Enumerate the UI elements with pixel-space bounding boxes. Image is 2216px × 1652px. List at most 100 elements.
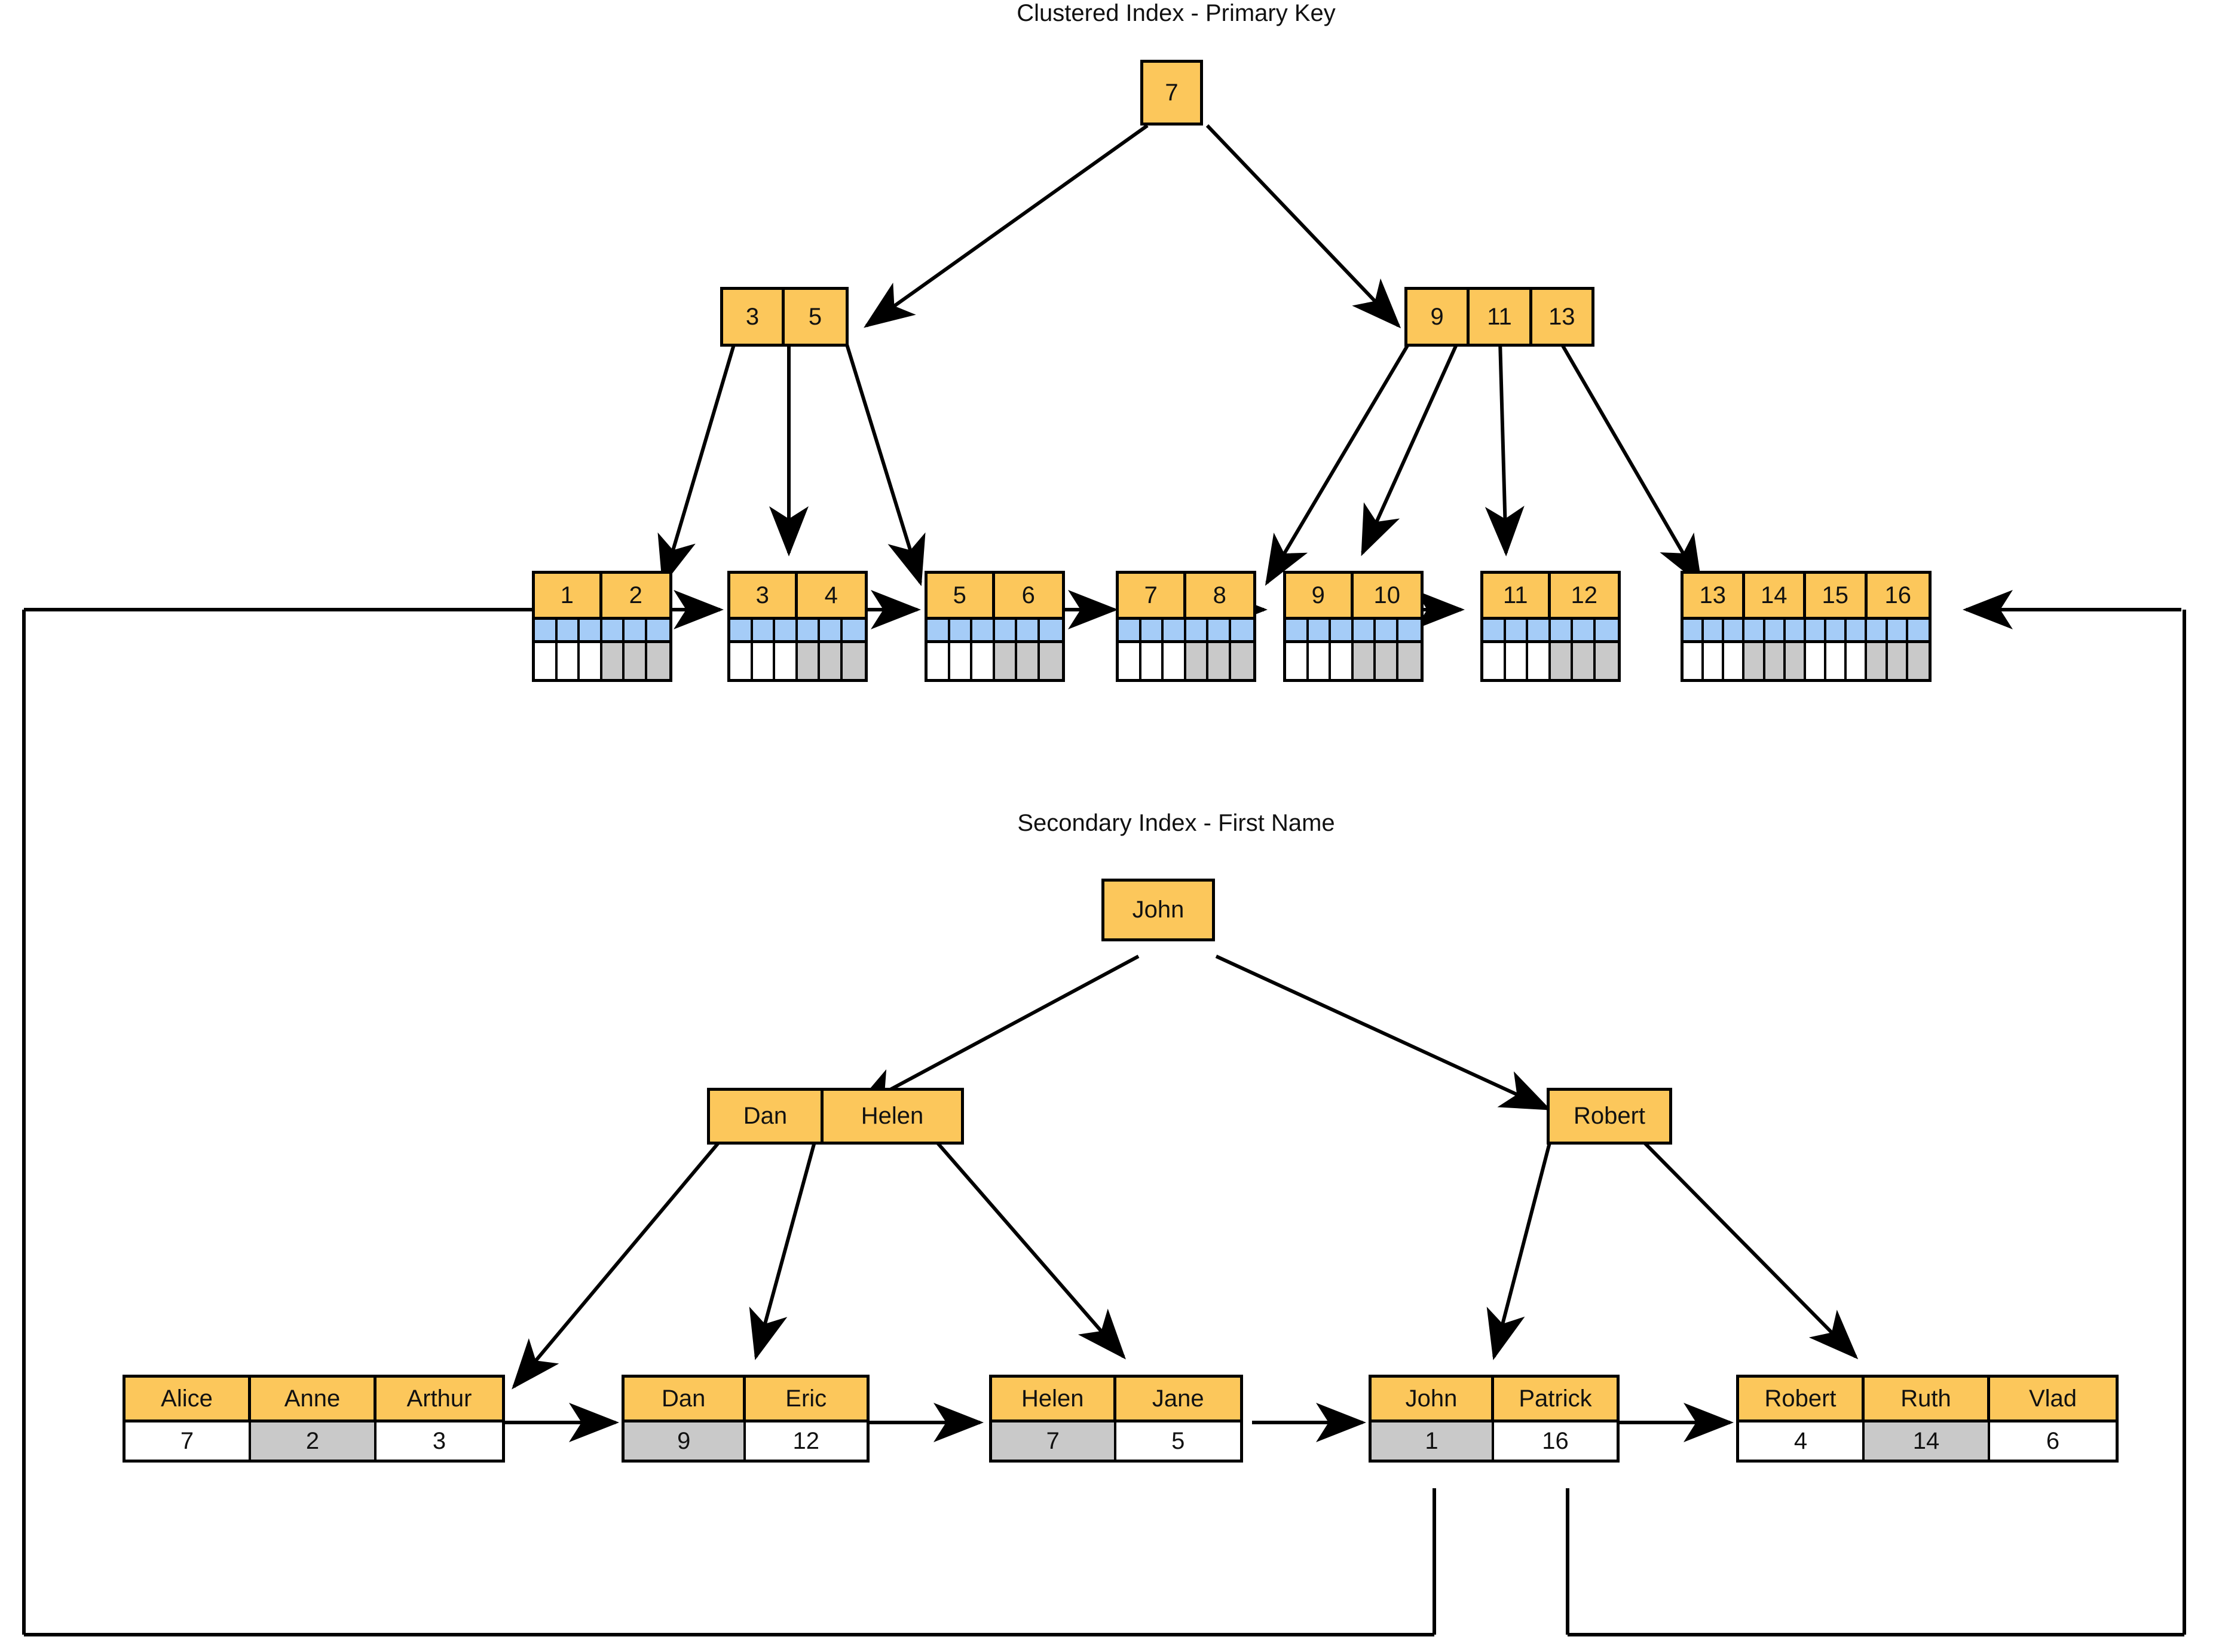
clustered-leaf-payload-cell (972, 643, 995, 679)
clustered-leaf-payload-cell (1017, 643, 1040, 679)
clustered-leaf-pointer-cell (1376, 620, 1398, 640)
secondary-leaf-pk-cell: 9 (625, 1422, 746, 1460)
clustered-leaf-pointer-row (535, 617, 669, 640)
clustered-leaf-pointer-cell (1908, 620, 1929, 640)
secondary-leaf-name-cell: Dan (625, 1378, 746, 1420)
clustered-leaf-key-cell: 1 (535, 574, 602, 617)
clustered-leaf-key-cell: 2 (602, 574, 669, 617)
secondary-internal-node-left[interactable]: Dan Helen (707, 1088, 964, 1145)
clustered-leaf-payload-cell (1308, 643, 1331, 679)
clustered-leaf-pointer-cell (928, 620, 950, 640)
clustered-leaf-payload-cell (1595, 643, 1618, 679)
clustered-leaf-pointer-cell (1744, 620, 1765, 640)
clustered-leaf-payload-cell (1164, 643, 1186, 679)
clustered-leaf-payload-cell (1550, 643, 1573, 679)
clustered-leaf-pointer-cell (775, 620, 798, 640)
clustered-leaf-key-cell: 8 (1186, 574, 1253, 617)
clustered-leaf-pointer-cell (1550, 620, 1573, 640)
clustered-leaf-pointer-cell (1186, 620, 1208, 640)
clustered-leaf-pointer-cell (1765, 620, 1786, 640)
clustered-leaf-payload-row (928, 640, 1062, 679)
clustered-leaf-payload-cell (730, 643, 753, 679)
clustered-leaf-payload-cell (1684, 643, 1704, 679)
clustered-internal-node-left[interactable]: 3 5 (720, 287, 849, 347)
secondary-leaf-name-cell: Eric (745, 1378, 867, 1420)
secondary-leaf-pk-cell: 4 (1739, 1422, 1865, 1460)
clustered-leaf-pointer-cell (535, 620, 558, 640)
clustered-internal-node-right[interactable]: 9 11 13 (1404, 287, 1594, 347)
clustered-leaf-key-cell: 13 (1684, 574, 1745, 617)
clustered-leaf-key-cell: 10 (1353, 574, 1421, 617)
clustered-leaf-payload-row (1119, 640, 1253, 679)
node-key-cell: 3 (723, 290, 785, 344)
clustered-leaf-pointer-cell (1398, 620, 1421, 640)
clustered-leaf-pointer-cell (1331, 620, 1354, 640)
clustered-leaf-pointer-cell (1231, 620, 1253, 640)
clustered-leaf-pointer-cell (842, 620, 865, 640)
clustered-leaf-payload-cell (625, 643, 647, 679)
secondary-leaf-pk-cell: 12 (745, 1422, 867, 1460)
clustered-leaf-pointer-cell (730, 620, 753, 640)
clustered-root-node[interactable]: 7 (1140, 60, 1203, 126)
secondary-leaf-pk-cell: 16 (1494, 1422, 1617, 1460)
clustered-leaf-pointer-cell (1805, 620, 1827, 640)
clustered-leaf-pointer-cell (972, 620, 995, 640)
node-key-cell: 9 (1407, 290, 1470, 344)
clustered-leaf-payload-row (1684, 640, 1929, 679)
secondary-root-node[interactable]: John (1101, 879, 1215, 941)
node-key-cell: Robert (1550, 1091, 1669, 1142)
clustered-leaf-payload-cell (1887, 643, 1908, 679)
node-key-cell: 5 (785, 290, 846, 344)
secondary-leaf-pk-cell: 7 (992, 1422, 1116, 1460)
clustered-leaf-key-cell: 9 (1286, 574, 1354, 617)
clustered-leaf-payload-cell (1141, 643, 1164, 679)
clustered-leaf-pointer-cell (994, 620, 1017, 640)
clustered-leaf-payload-cell (1573, 643, 1596, 679)
clustered-leaf-payload-cell (820, 643, 843, 679)
clustered-leaf-key-cell: 16 (1867, 574, 1929, 617)
clustered-leaf-key-cell: 11 (1483, 574, 1551, 617)
clustered-leaf-payload-cell (928, 643, 950, 679)
clustered-leaf-pointer-cell (1308, 620, 1331, 640)
clustered-leaf-payload-cell (1765, 643, 1786, 679)
clustered-leaf-pointer-cell (625, 620, 647, 640)
clustered-leaf-payload-cell (1483, 643, 1506, 679)
clustered-leaf-payload-cell (1398, 643, 1421, 679)
clustered-leaf-payload-cell (1847, 643, 1868, 679)
clustered-leaf-pointer-cell (1483, 620, 1506, 640)
node-key-cell: Dan (710, 1091, 824, 1142)
clustered-leaf-pointer-cell (580, 620, 602, 640)
clustered-leaf-payload-cell (1286, 643, 1309, 679)
clustered-leaf-key-cell: 15 (1806, 574, 1868, 617)
clustered-leaf-pointer-cell (1847, 620, 1868, 640)
clustered-leaf-payload-cell (602, 643, 625, 679)
clustered-leaf-pointer-cell (1826, 620, 1847, 640)
node-key-cell: Helen (824, 1091, 961, 1142)
clustered-leaf-payload-cell (1331, 643, 1354, 679)
clustered-leaf-payload-cell (535, 643, 558, 679)
clustered-leaf-pointer-cell (1286, 620, 1309, 640)
secondary-internal-node-right[interactable]: Robert (1547, 1088, 1672, 1145)
clustered-leaf-pointer-cell (647, 620, 669, 640)
clustered-leaf-payload-row (535, 640, 669, 679)
